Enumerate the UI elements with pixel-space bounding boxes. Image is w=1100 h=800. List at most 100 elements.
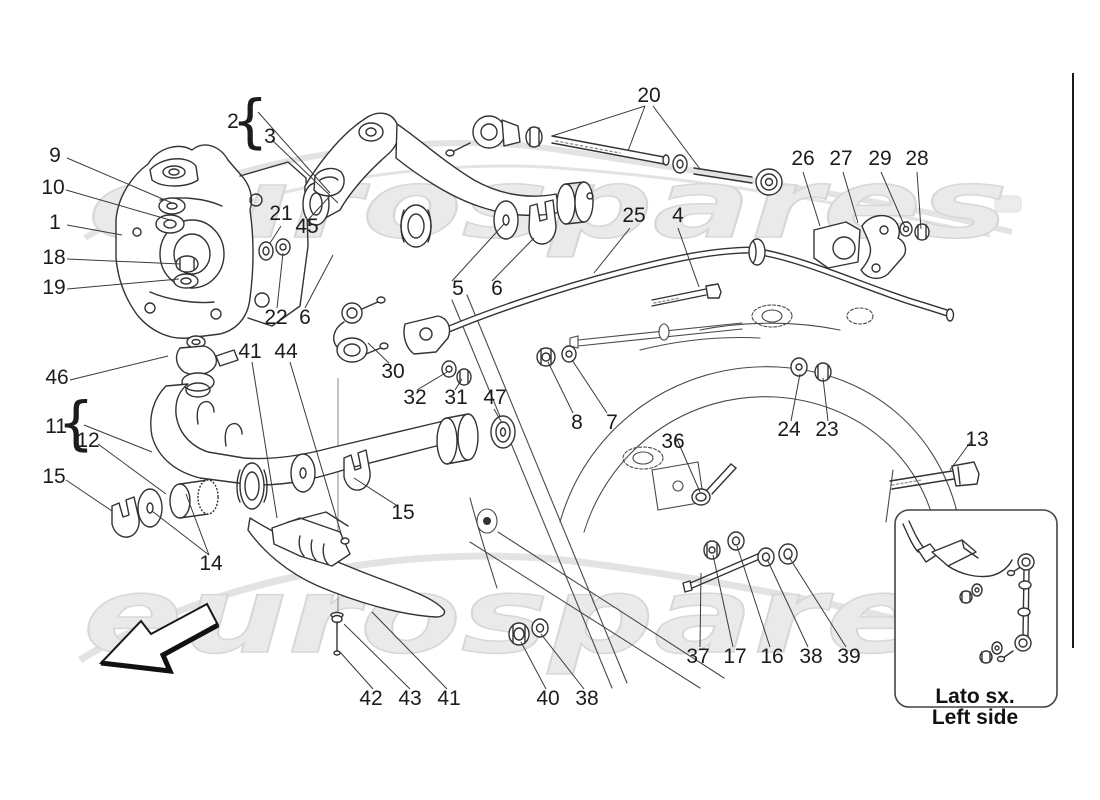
leader-line (520, 641, 547, 690)
heat-shield-drawing (247, 511, 446, 656)
subframe-bushing (483, 517, 491, 525)
leader-line (627, 105, 646, 152)
leader-line (65, 189, 171, 221)
fork-bracket (111, 496, 140, 538)
part-number-label: 9 (49, 144, 61, 167)
part-number-label: 20 (637, 84, 660, 107)
leader-line (66, 224, 123, 236)
leader-line (540, 633, 585, 690)
leader-line (151, 510, 210, 556)
leader-line (766, 558, 809, 648)
tie-rod-drawing (445, 115, 783, 196)
watermark-text: eurospares (83, 555, 1013, 677)
part-number-label: 23 (815, 418, 838, 441)
part-number-label: 37 (686, 645, 709, 668)
part-number-label: 15 (391, 501, 414, 524)
watermark-swoosh (119, 164, 991, 250)
part-number-label: 47 (483, 386, 506, 409)
leader-line (949, 439, 973, 471)
anti-roll-bar-drawing (403, 215, 955, 355)
part-number-label: 44 (274, 340, 298, 363)
part-number-label: 32 (403, 386, 426, 409)
upper-arm-drawing (302, 112, 594, 248)
part-number-label: 6 (299, 306, 311, 329)
leader-line (736, 545, 771, 648)
direction-arrow (98, 602, 220, 674)
part-number-label: 12 (76, 429, 99, 452)
leader-line (822, 377, 829, 422)
leader-line (491, 237, 535, 282)
leader-line (790, 373, 801, 422)
part-number-label: 19 (42, 276, 65, 299)
part-number-label: 1 (49, 211, 61, 234)
part-number-label: 29 (868, 147, 891, 170)
part-number-label: 7 (606, 411, 618, 434)
leader-line (451, 223, 505, 282)
leader-line (65, 479, 113, 512)
drop-link-drawing (333, 296, 389, 363)
ball-joint-drawing (175, 335, 239, 398)
leader-line (306, 195, 331, 222)
part-number-label: 3 (264, 125, 276, 148)
group-brace: { (232, 87, 269, 155)
part-number-label: 40 (536, 687, 559, 710)
part-number-label: 5 (452, 277, 464, 300)
leader-line (493, 408, 503, 424)
part-number-label: 26 (791, 147, 814, 170)
leader-line (83, 424, 153, 453)
part-number-label: 25 (622, 204, 645, 227)
bump-stop (313, 167, 345, 197)
leader-line (339, 651, 374, 690)
part-number-label: 15 (42, 465, 65, 488)
leader-line (593, 227, 631, 274)
bar-bracket-drawing (860, 215, 907, 280)
part-number-label: 17 (723, 645, 746, 668)
leader-line (788, 556, 847, 648)
leader-line (675, 436, 701, 493)
leader-line (69, 355, 169, 381)
leader-line (367, 342, 390, 364)
group-brace: { (58, 389, 95, 457)
part-number-label: 21 (269, 202, 292, 225)
leader-line (371, 611, 448, 690)
part-number-label: 8 (571, 411, 583, 434)
inset-caption-english: Left side (932, 706, 1018, 729)
leader-line (276, 252, 284, 309)
leader-line (289, 361, 344, 541)
leader-line (802, 171, 821, 227)
part-number-label: 43 (398, 687, 421, 710)
leader-line (454, 378, 463, 391)
leader-line (269, 225, 282, 244)
part-number-label: 39 (837, 645, 860, 668)
leader-line (652, 105, 701, 170)
part-number-label: 46 (45, 366, 68, 389)
leader-line (699, 572, 702, 648)
part-number-label: 38 (575, 687, 598, 710)
part-number-label: 42 (359, 687, 382, 710)
leader-line (97, 443, 167, 495)
leader-line (712, 554, 734, 648)
part-number-label: 18 (42, 246, 65, 269)
leader-line (571, 359, 608, 414)
inset-caption-italian: Lato sx. (935, 685, 1014, 708)
part-number-label: 6 (491, 277, 503, 300)
part-number-label: 4 (672, 204, 684, 227)
lower-arm-drawing (111, 383, 479, 538)
part-number-label: 45 (295, 215, 318, 238)
part-number-label: 22 (264, 306, 287, 329)
leader-line (353, 477, 397, 506)
watermark-swoosh (78, 552, 1020, 663)
leader-line (66, 157, 173, 204)
fork-bracket (343, 449, 371, 491)
leader-line (880, 171, 906, 228)
part-number-label: 10 (41, 176, 64, 199)
part-number-label: 27 (829, 147, 852, 170)
leader-line (257, 111, 331, 194)
part-number-label: 2 (227, 110, 239, 133)
leader-line (343, 623, 411, 690)
leader-line (271, 139, 339, 204)
watermark-badge (994, 195, 1022, 213)
part-number-label: 41 (238, 340, 261, 363)
